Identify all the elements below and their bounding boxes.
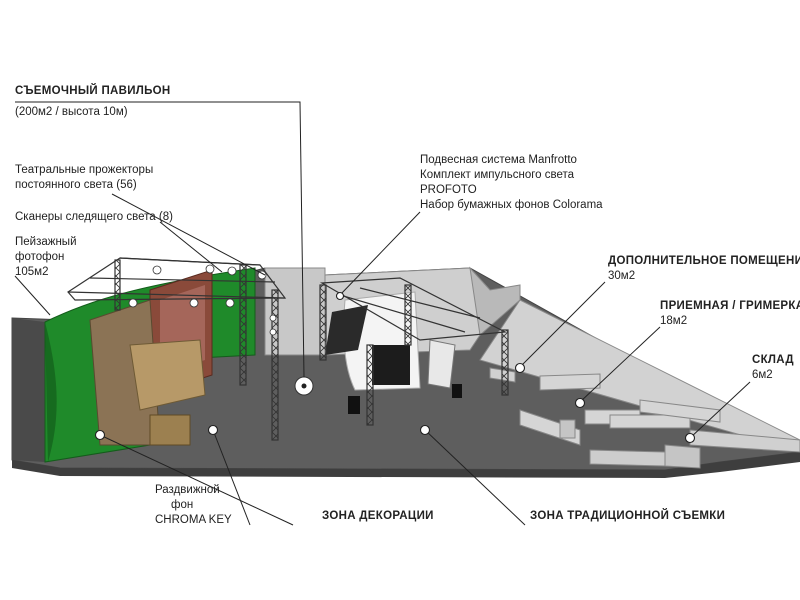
projectors-line2: постоянного света (56): [15, 179, 137, 191]
scanners-text: Сканеры следящего света (8): [15, 211, 173, 223]
reception-title: ПРИЕМНАЯ / ГРИМЕРКА: [660, 300, 800, 312]
chroma-line3: CHROMA KEY: [155, 514, 232, 526]
extra-room-area: 30м2: [608, 270, 636, 282]
extra-room-label: ДОПОЛНИТЕЛЬНОЕ ПОМЕЩЕНИЕ 30м2: [608, 254, 800, 284]
pavilion-title: СЪЕМОЧНЫЙ ПАВИЛЬОН: [15, 85, 171, 97]
storage-area: 6м2: [752, 369, 773, 381]
chroma-label: Раздвижной фон CHROMA KEY: [155, 483, 232, 528]
storage-title: СКЛАД: [752, 354, 794, 366]
landscape-line3: 105м2: [15, 266, 49, 278]
projectors-label: Театральные прожекторы постоянного света…: [15, 163, 153, 193]
decor-set: [89, 269, 213, 446]
equipment-line1: Подвесная система Manfrotto: [420, 154, 577, 166]
pavilion-subtitle: (200м2 / высота 10м): [15, 106, 128, 118]
decor-zone-title: ЗОНА ДЕКОРАЦИИ: [322, 510, 434, 522]
traditional-zone-title: ЗОНА ТРАДИЦИОННОЙ СЪЕМКИ: [530, 510, 726, 522]
decor-zone-label: ЗОНА ДЕКОРАЦИИ: [322, 509, 434, 524]
landscape-label: Пейзажный фотофон 105м2: [15, 235, 77, 280]
landscape-line1: Пейзажный: [15, 236, 77, 248]
reception-area: 18м2: [660, 315, 688, 327]
chroma-line2: фон: [171, 499, 194, 511]
partition-walls: [489, 367, 800, 469]
chroma-line1: Раздвижной: [155, 484, 220, 496]
reception-label: ПРИЕМНАЯ / ГРИМЕРКА 18м2: [660, 299, 800, 329]
equipment-line4: Набор бумажных фонов Colorama: [420, 199, 603, 211]
equipment-line2: Комплект импульсного света: [420, 169, 575, 181]
scanners-label: Сканеры следящего света (8): [15, 210, 173, 225]
paper-backdrop: [325, 291, 462, 414]
landscape-line2: фотофон: [15, 251, 65, 263]
extra-room-title: ДОПОЛНИТЕЛЬНОЕ ПОМЕЩЕНИЕ: [608, 255, 800, 267]
equipment-label: Подвесная система Manfrotto Комплект имп…: [420, 153, 603, 213]
projectors-line1: Театральные прожекторы: [15, 164, 154, 176]
light-fixtures: [128, 264, 277, 336]
traditional-zone-label: ЗОНА ТРАДИЦИОННОЙ СЪЕМКИ: [530, 509, 725, 524]
lighting-truss-left: [67, 257, 287, 441]
pavilion-label: СЪЕМОЧНЫЙ ПАВИЛЬОН (200м2 / высота 10м): [15, 84, 170, 120]
leader-lines: [14, 101, 751, 526]
equipment-line3: PROFOTO: [420, 184, 477, 196]
leader-dots: [94, 291, 696, 444]
pavilion-center-marker: [294, 376, 314, 396]
manfrotto-truss: [319, 277, 509, 426]
storage-label: СКЛАД 6м2: [752, 353, 794, 383]
